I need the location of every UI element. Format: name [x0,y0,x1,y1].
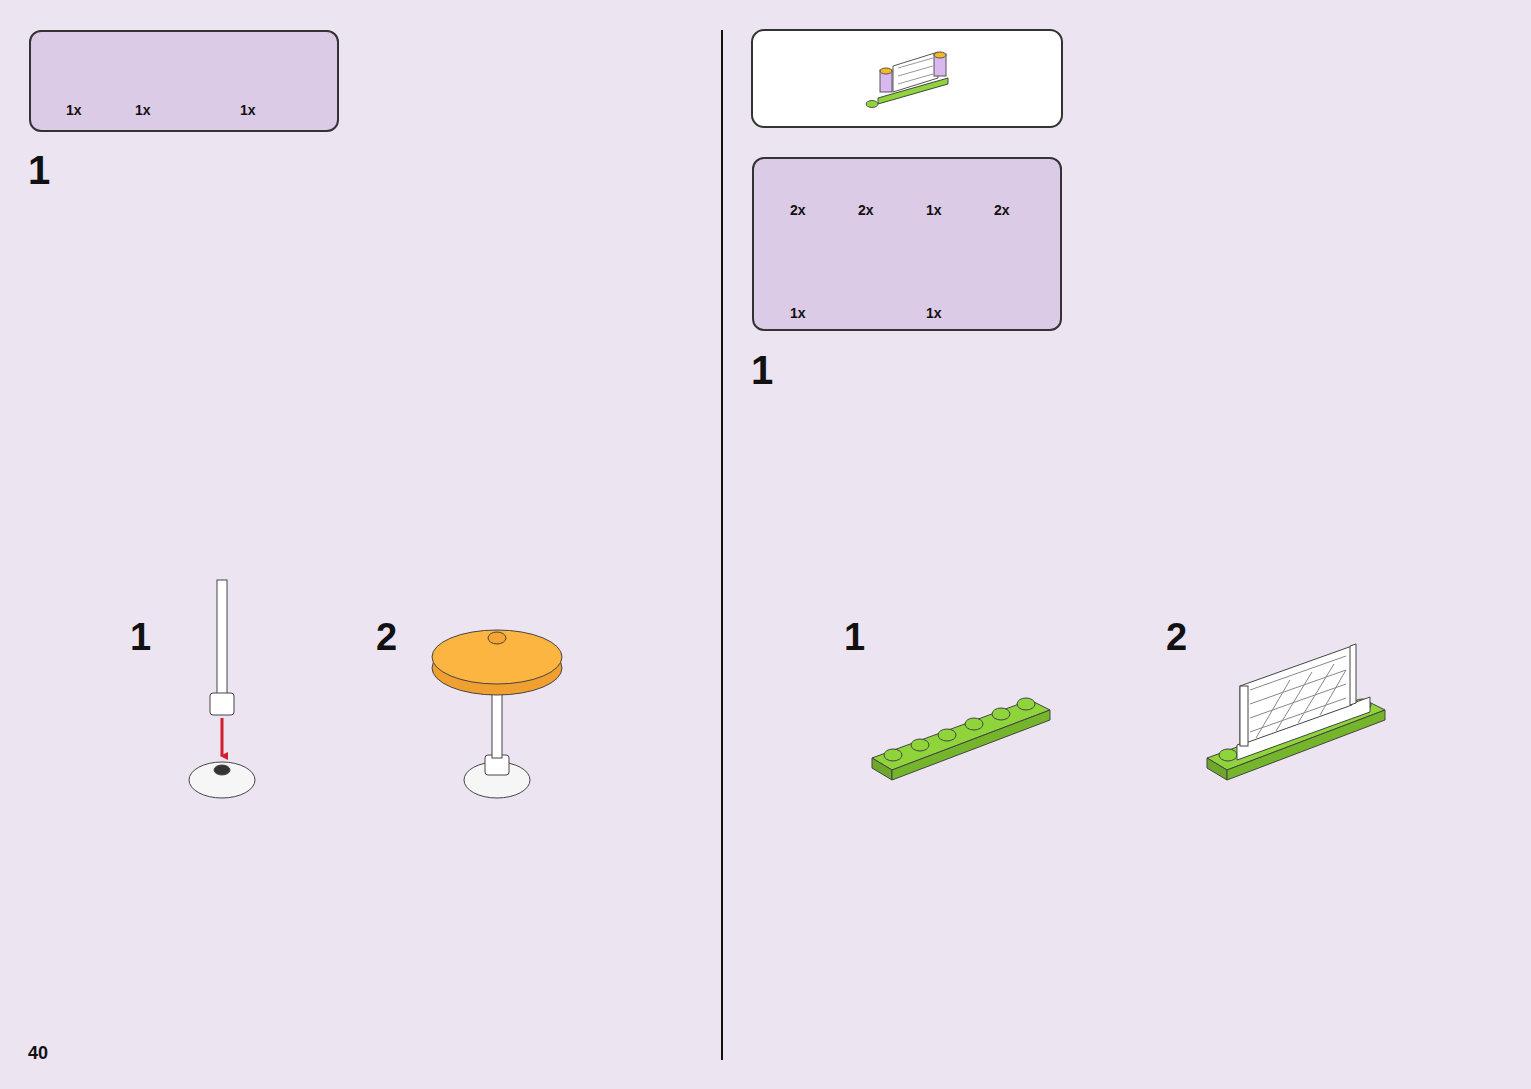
step-1-drawing [872,698,1050,780]
page-number: 40 [28,1044,48,1062]
quantity-label: 1x [926,306,942,320]
callout-number: 1 [844,618,865,656]
step-2-drawing [1207,644,1385,780]
quantity-label: 1x [135,103,151,117]
quantity-label: 2x [790,203,806,217]
quantity-label: 1x [926,203,942,217]
callout-number: 1 [130,618,151,656]
parts-callout: 1x 1x 1x [29,30,339,132]
parts-callout: 2x 2x 1x 2x 1x 1x [752,157,1062,331]
quantity-label: 2x [994,203,1010,217]
quantity-label: 1x [240,103,256,117]
divider [721,30,723,1060]
step-2-drawing [432,630,562,798]
result-box [752,30,1062,127]
quantity-label: 1x [790,306,806,320]
step-1-drawing [189,580,255,798]
callout-number: 2 [376,618,397,656]
step-number: 1 [28,150,50,190]
callout-number: 2 [1166,618,1187,656]
quantity-label: 1x [66,103,82,117]
quantity-label: 2x [858,203,874,217]
step-number: 1 [751,350,773,390]
